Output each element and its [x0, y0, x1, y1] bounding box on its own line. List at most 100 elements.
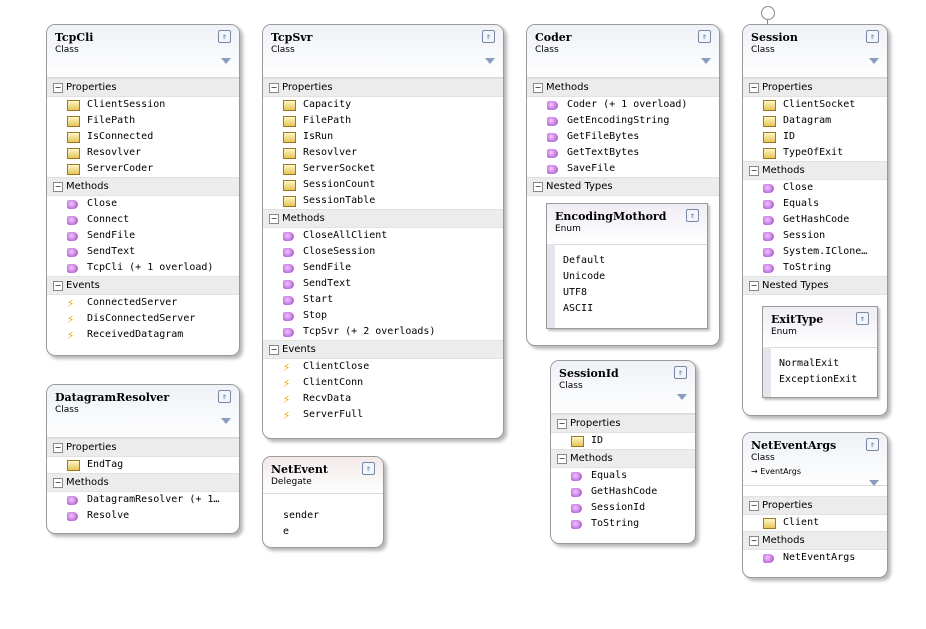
event-item[interactable]: ⚡ReceivedDatagram [47, 327, 239, 343]
method-item[interactable]: Start [263, 292, 503, 308]
enum-value[interactable]: ASCII [563, 303, 594, 314]
method-item[interactable]: TcpSvr (+ 2 overloads) [263, 324, 503, 340]
property-item[interactable]: ServerCoder [47, 161, 239, 177]
property-item[interactable]: Capacity [263, 97, 503, 113]
enum-encodingmothord[interactable]: EncodingMothord Enum ⇑ Default Unicode U… [546, 203, 708, 329]
method-item[interactable]: GetEncodingString [527, 113, 719, 129]
section-toggle-icon[interactable]: − [269, 345, 279, 355]
filter-icon[interactable] [485, 58, 495, 64]
class-neteventargs[interactable]: NetEventArgs Class → EventArgs ⇑ −Proper… [742, 432, 888, 578]
collapse-icon[interactable]: ⇑ [218, 30, 231, 43]
property-item[interactable]: FilePath [47, 113, 239, 129]
delegate-netevent[interactable]: NetEvent Delegate ⇑ sender e [262, 456, 384, 548]
enum-value[interactable]: ExceptionExit [779, 374, 858, 385]
method-item[interactable]: GetFileBytes [527, 129, 719, 145]
collapse-icon[interactable]: ⇑ [686, 209, 699, 222]
section-methods[interactable]: −Methods [743, 161, 887, 180]
section-properties[interactable]: −Properties [743, 496, 887, 515]
event-item[interactable]: ⚡RecvData [263, 391, 503, 407]
method-item[interactable]: Close [47, 196, 239, 212]
property-item[interactable]: ID [743, 129, 887, 145]
section-toggle-icon[interactable]: − [749, 166, 759, 176]
collapse-icon[interactable]: ⇑ [674, 366, 687, 379]
method-item[interactable]: Equals [551, 468, 695, 484]
method-item[interactable]: Coder (+ 1 overload) [527, 97, 719, 113]
event-item[interactable]: ⚡ConnectedServer [47, 295, 239, 311]
delegate-param[interactable]: sender [283, 510, 320, 521]
filter-icon[interactable] [221, 418, 231, 424]
collapse-icon[interactable]: ⇑ [362, 462, 375, 475]
method-item[interactable]: SendText [263, 276, 503, 292]
property-item[interactable]: FilePath [263, 113, 503, 129]
section-properties[interactable]: −Properties [263, 78, 503, 97]
section-methods[interactable]: −Methods [551, 449, 695, 468]
method-item[interactable]: CloseSession [263, 244, 503, 260]
section-properties[interactable]: −Properties [743, 78, 887, 97]
property-item[interactable]: ClientSocket [743, 97, 887, 113]
method-item[interactable]: Resolve [47, 508, 239, 524]
method-item[interactable]: Session [743, 228, 887, 244]
section-toggle-icon[interactable]: − [53, 478, 63, 488]
enum-value[interactable]: Default [563, 255, 606, 266]
enum-exittype[interactable]: ExitType Enum ⇑ NormalExit ExceptionExit [762, 306, 878, 398]
collapse-icon[interactable]: ⇑ [698, 30, 711, 43]
property-item[interactable]: Resovlver [47, 145, 239, 161]
method-item[interactable]: DatagramResolver (+ 1… [47, 492, 239, 508]
event-item[interactable]: ⚡ServerFull [263, 407, 503, 423]
class-tcpcli[interactable]: TcpCli Class ⇑ −Properties ClientSession… [46, 24, 240, 356]
enum-value[interactable]: UTF8 [563, 287, 588, 298]
event-item[interactable]: ⚡DisConnectedServer [47, 311, 239, 327]
property-item[interactable]: ServerSocket [263, 161, 503, 177]
class-datagramresolver[interactable]: DatagramResolver Class ⇑ −Properties End… [46, 384, 240, 534]
method-item[interactable]: Close [743, 180, 887, 196]
collapse-icon[interactable]: ⇑ [866, 438, 879, 451]
property-item[interactable]: ID [551, 433, 695, 449]
method-item[interactable]: System.IClone… [743, 244, 887, 260]
section-toggle-icon[interactable]: − [53, 443, 63, 453]
section-toggle-icon[interactable]: − [749, 501, 759, 511]
section-properties[interactable]: −Properties [551, 414, 695, 433]
method-item[interactable]: SendText [47, 244, 239, 260]
property-item[interactable]: Resovlver [263, 145, 503, 161]
section-toggle-icon[interactable]: − [557, 419, 567, 429]
event-item[interactable]: ⚡ClientClose [263, 359, 503, 375]
method-item[interactable]: Stop [263, 308, 503, 324]
method-item[interactable]: GetHashCode [551, 484, 695, 500]
section-methods[interactable]: −Methods [263, 209, 503, 228]
enum-value[interactable]: Unicode [563, 271, 606, 282]
filter-icon[interactable] [869, 480, 879, 486]
collapse-icon[interactable]: ⇑ [482, 30, 495, 43]
section-properties[interactable]: −Properties [47, 78, 239, 97]
property-item[interactable]: IsRun [263, 129, 503, 145]
section-toggle-icon[interactable]: − [269, 214, 279, 224]
collapse-icon[interactable]: ⇑ [218, 390, 231, 403]
method-item[interactable]: SendFile [263, 260, 503, 276]
section-toggle-icon[interactable]: − [557, 454, 567, 464]
property-item[interactable]: Client [743, 515, 887, 531]
method-item[interactable]: ToString [743, 260, 887, 276]
collapse-icon[interactable]: ⇑ [856, 312, 869, 325]
method-item[interactable]: Connect [47, 212, 239, 228]
method-item[interactable]: SendFile [47, 228, 239, 244]
section-toggle-icon[interactable]: − [269, 83, 279, 93]
property-item[interactable]: Datagram [743, 113, 887, 129]
property-item[interactable]: SessionTable [263, 193, 503, 209]
section-methods[interactable]: −Methods [743, 531, 887, 550]
section-properties[interactable]: −Properties [47, 438, 239, 457]
section-toggle-icon[interactable]: − [53, 182, 63, 192]
enum-value[interactable]: NormalExit [779, 358, 840, 369]
section-toggle-icon[interactable]: − [533, 83, 543, 93]
section-events[interactable]: −Events [47, 276, 239, 295]
method-item[interactable]: NetEventArgs [743, 550, 887, 566]
method-item[interactable]: GetTextBytes [527, 145, 719, 161]
section-toggle-icon[interactable]: − [749, 536, 759, 546]
property-item[interactable]: TypeOfExit [743, 145, 887, 161]
property-item[interactable]: ClientSession [47, 97, 239, 113]
method-item[interactable]: GetHashCode [743, 212, 887, 228]
filter-icon[interactable] [869, 58, 879, 64]
section-nested-types[interactable]: −Nested Types [527, 177, 719, 196]
delegate-param[interactable]: e [283, 526, 290, 537]
filter-icon[interactable] [701, 58, 711, 64]
property-item[interactable]: EndTag [47, 457, 239, 473]
method-item[interactable]: SaveFile [527, 161, 719, 177]
